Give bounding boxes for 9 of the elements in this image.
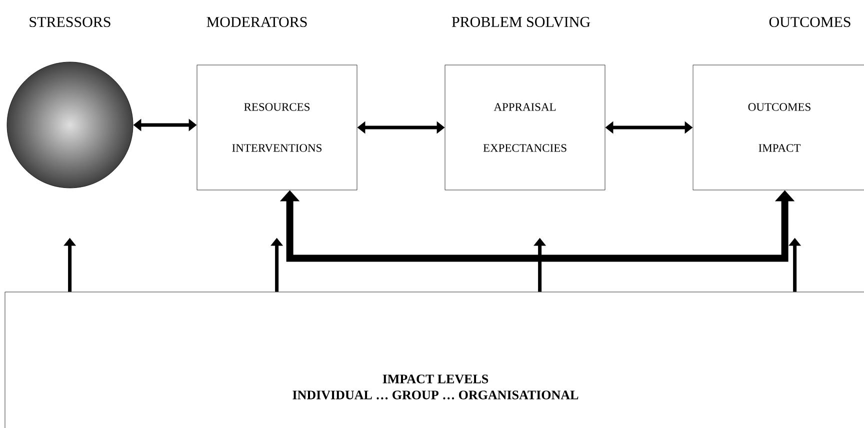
column-heading: OUTCOMES xyxy=(769,16,850,28)
column-heading: MODERATORS xyxy=(206,16,307,28)
column-heading: STRESSORS xyxy=(30,16,110,28)
process-box: OUTCOMES IMPACT xyxy=(692,64,864,190)
impact-levels-box: IMPACT LEVELS INDIVIDUAL … GROUP … ORGANISATIONAL xyxy=(4,292,864,428)
column-heading: PROBLEM SOLVING xyxy=(452,16,590,28)
process-box: RESOURCES INTERVENTIONS xyxy=(196,64,358,190)
sphere xyxy=(6,62,134,188)
process-box: APPRAISAL EXPECTANCIES xyxy=(444,64,606,190)
